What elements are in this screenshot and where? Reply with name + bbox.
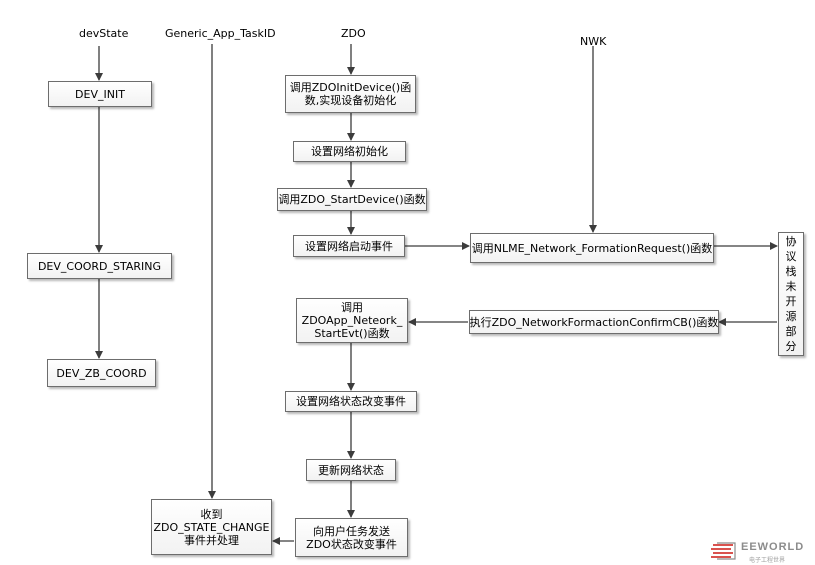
- state-change-event-box: 设置网络状态改变事件: [285, 391, 417, 412]
- network-init-box: 设置网络初始化: [293, 141, 406, 162]
- note-char-3: 栈: [785, 265, 797, 278]
- send-state-line-1: 向用户任务发送: [313, 524, 390, 538]
- network-start-event-label: 设置网络启动事件: [305, 239, 393, 253]
- dev-coord-staring-box: DEV_COORD_STARING: [27, 253, 172, 279]
- init-device-line-2: 数,实现设备初始化: [304, 94, 397, 107]
- lane-nwk-header: NWK: [580, 35, 607, 48]
- note-char-4: 未: [785, 280, 797, 293]
- note-char-1: 协: [785, 235, 797, 248]
- state-change-event-label: 设置网络状态改变事件: [296, 395, 406, 408]
- dev-init-box: DEV_INIT: [48, 81, 152, 107]
- lane-devstate-header: devState: [79, 27, 129, 40]
- formation-request-label: 调用NLME_Network_FormationRequest()函数: [471, 241, 713, 255]
- update-network-state-box: 更新网络状态: [306, 459, 396, 481]
- open-source-note-box: 协 议 栈 未 开 源 部 分: [778, 232, 804, 356]
- receive-line-2: ZDO_STATE_CHANGE: [153, 520, 270, 534]
- dev-init-label: DEV_INIT: [75, 87, 125, 101]
- formation-request-box: 调用NLME_Network_FormationRequest()函数: [470, 233, 714, 263]
- startevt-line-1: 调用: [341, 301, 363, 314]
- note-char-8: 分: [785, 340, 797, 353]
- dev-coord-staring-label: DEV_COORD_STARING: [37, 259, 162, 273]
- send-state-line-2: ZDO状态改变事件: [306, 537, 397, 551]
- lane-taskid-header: Generic_App_TaskID: [165, 27, 276, 40]
- dev-zb-coord-label: DEV_ZB_COORD: [56, 366, 147, 380]
- formation-confirm-label: 执行ZDO_NetworkFormactionConfirmCB()函数: [469, 315, 719, 329]
- send-state-change-box: 向用户任务发送 ZDO状态改变事件: [295, 518, 408, 557]
- update-network-state-label: 更新网络状态: [318, 463, 384, 477]
- lane-zdo-header: ZDO: [341, 27, 366, 40]
- note-char-7: 部: [785, 325, 797, 338]
- formation-confirm-box: 执行ZDO_NetworkFormactionConfirmCB()函数: [469, 310, 719, 334]
- receive-line-1: 收到: [200, 507, 223, 521]
- receive-line-3: 事件并处理: [184, 533, 239, 547]
- start-device-box: 调用ZDO_StartDevice()函数: [277, 188, 427, 211]
- watermark-brand: EEWORLD: [741, 541, 805, 553]
- startevt-line-3: StartEvt()函数: [314, 327, 390, 340]
- network-start-event-box: 设置网络启动事件: [293, 235, 405, 257]
- start-device-label: 调用ZDO_StartDevice()函数: [278, 193, 426, 206]
- watermark-subtitle: 电子工程世界: [749, 557, 786, 564]
- startevt-box: 调用 ZDOApp_Neteork_ StartEvt()函数: [296, 298, 408, 343]
- receive-state-change-box: 收到 ZDO_STATE_CHANGE 事件并处理: [151, 499, 272, 555]
- note-char-2: 议: [785, 250, 797, 263]
- dev-zb-coord-box: DEV_ZB_COORD: [47, 359, 156, 387]
- note-char-5: 开: [785, 295, 797, 308]
- note-char-6: 源: [785, 310, 797, 323]
- startevt-line-2: ZDOApp_Neteork_: [301, 314, 403, 327]
- eeworld-logo-icon: [711, 542, 736, 560]
- init-device-line-1: 调用ZDOInitDevice()函: [289, 81, 412, 94]
- network-init-label: 设置网络初始化: [311, 145, 388, 158]
- init-device-box: 调用ZDOInitDevice()函 数,实现设备初始化: [285, 75, 416, 113]
- eeworld-watermark: EEWORLD 电子工程世界: [711, 539, 815, 565]
